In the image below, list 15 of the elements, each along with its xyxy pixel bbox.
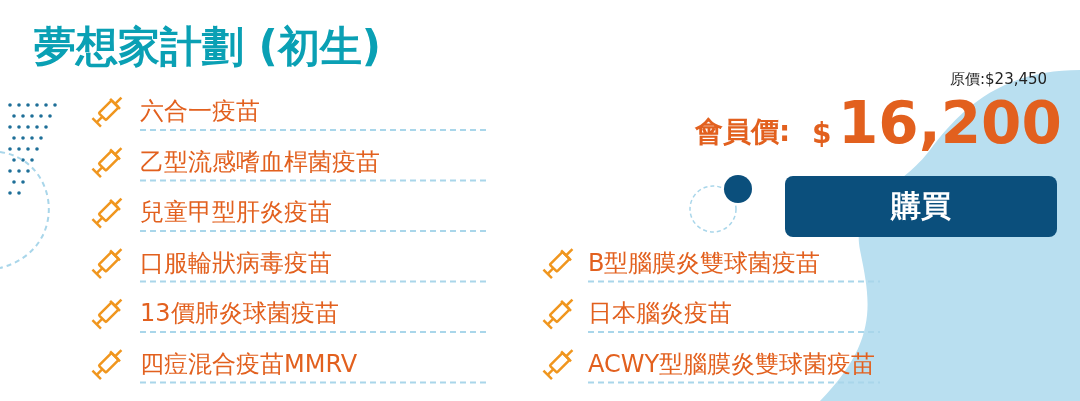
vaccine-name: 四痘混合疫苗MMRV (140, 351, 358, 376)
title: 夢想家計劃 (初生) (34, 26, 381, 68)
original-price: 原價:$23,450 (950, 72, 1048, 87)
buy-button: 購買 (785, 176, 1057, 237)
vaccine-name: 六合一疫苗 (140, 99, 260, 123)
vaccine-name: 13價肺炎球菌疫苗 (140, 301, 339, 325)
price-label: 會員價: (695, 118, 791, 146)
currency-sign: $ (812, 120, 832, 148)
vaccine-name: 兒童甲型肝炎疫苗 (140, 200, 332, 224)
vaccine-name: ACWY型腦膜炎雙球菌疫苗 (588, 351, 876, 376)
vaccine-name: 乙型流感嗜血桿菌疫苗 (140, 149, 380, 174)
member-price: 16,200 (838, 94, 1062, 152)
vaccine-name: B型腦膜炎雙球菌疫苗 (588, 250, 821, 275)
vaccine-name: 口服輪狀病毒疫苗 (140, 250, 332, 275)
vaccine-name: 日本腦炎疫苗 (588, 301, 732, 325)
